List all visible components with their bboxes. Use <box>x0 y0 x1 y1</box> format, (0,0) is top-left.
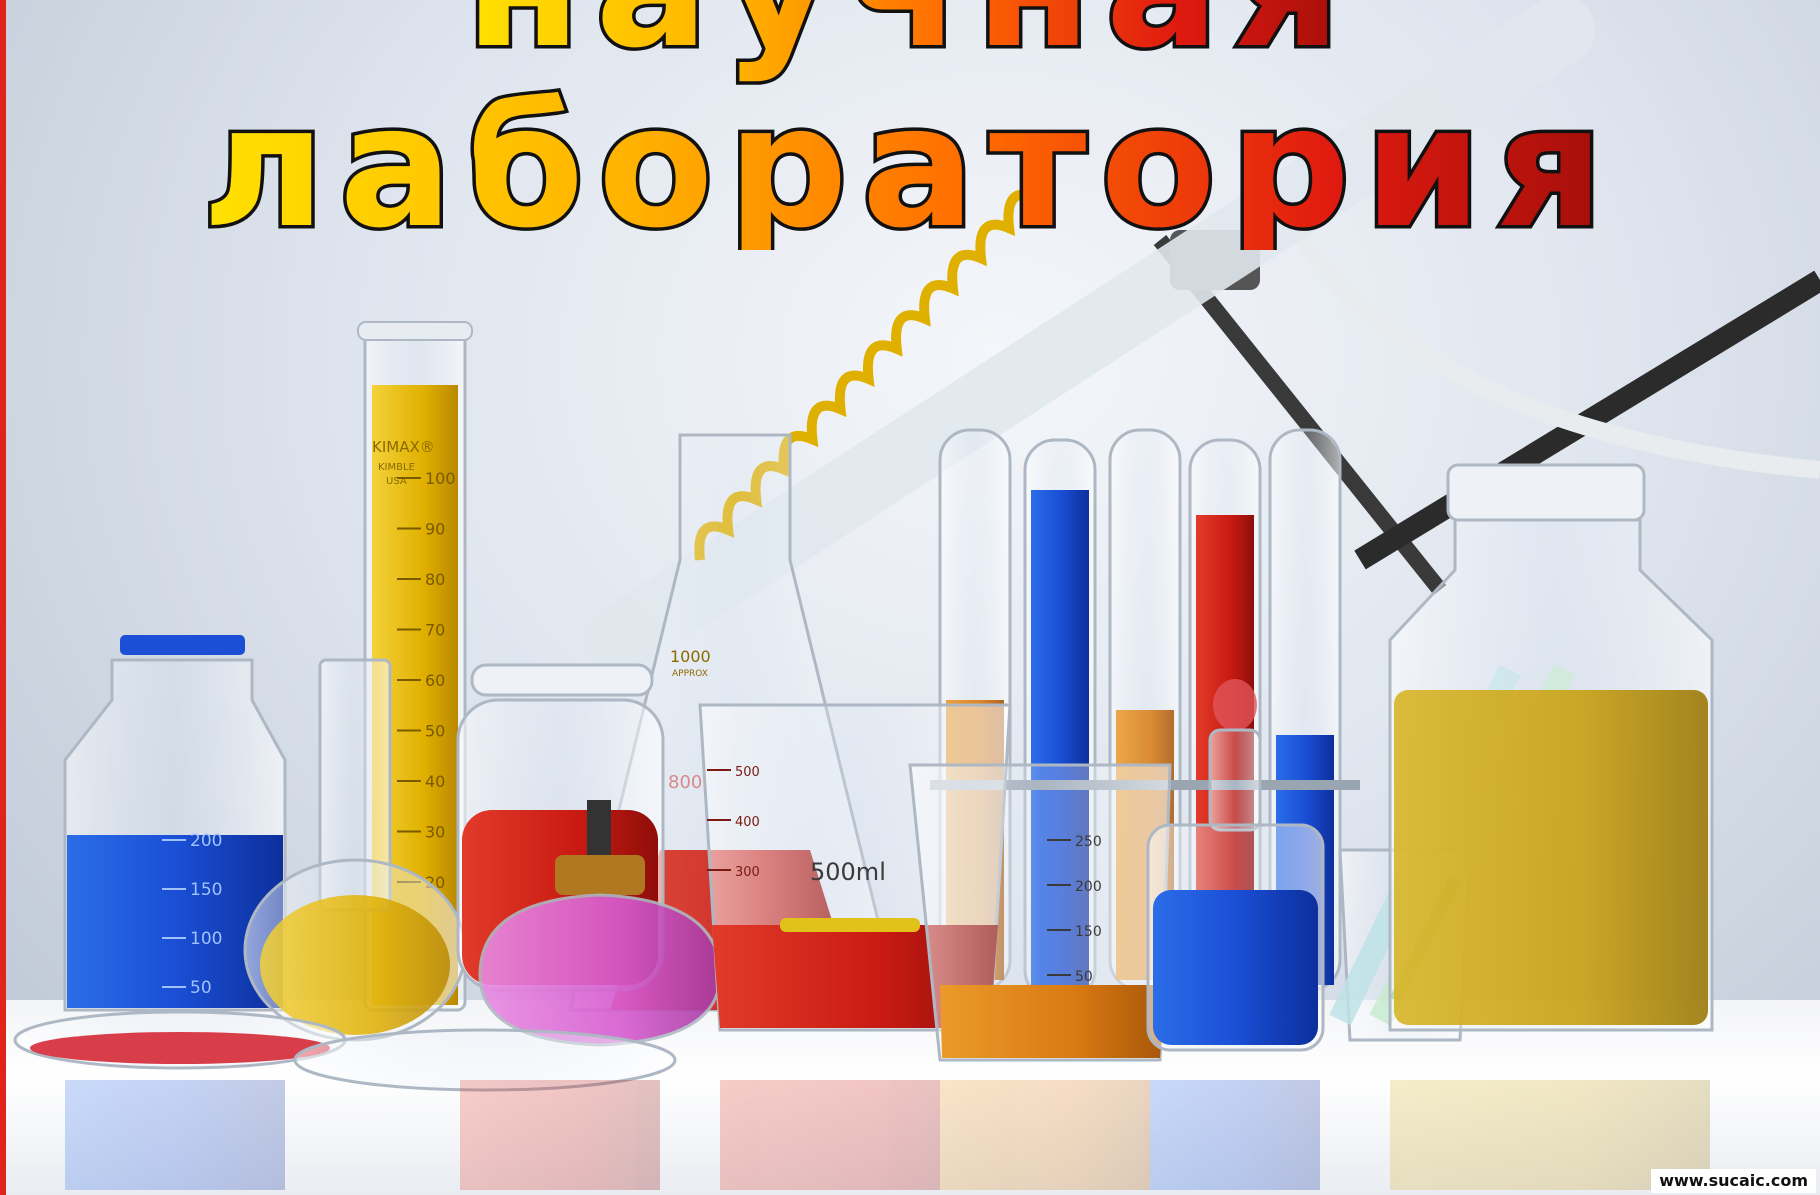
bench-reflections <box>65 1080 1710 1190</box>
bottle-scale-label: 100 <box>190 929 222 949</box>
slide-title: научная лаборатория <box>199 0 1617 250</box>
small-beaker-scale: 250 200 150 50 <box>1047 834 1102 985</box>
beaker-small: 250 200 150 50 <box>908 763 1172 1062</box>
cylinder-scale-label: 70 <box>425 621 445 640</box>
cylinder-scale-label: 90 <box>425 520 445 539</box>
bottle-scale-label: 200 <box>190 831 222 851</box>
small-beaker-scale-label: 250 <box>1075 834 1102 850</box>
volumetric-flask <box>243 658 467 1042</box>
mark-800-label: 800 <box>668 772 702 793</box>
cylinder-scale-label: 40 <box>425 772 445 791</box>
beaker-scale-label: 400 <box>735 815 760 830</box>
large-reagent-jar <box>1388 463 1714 1032</box>
left-accent-strip <box>0 0 6 1195</box>
dropper-bottle <box>1146 679 1325 1052</box>
small-beaker-scale-label: 150 <box>1075 924 1102 940</box>
cylinder-scale-label: 50 <box>425 722 445 741</box>
flask-approx-label: APPROX <box>672 669 708 679</box>
cylinder-scale-label: 60 <box>425 671 445 690</box>
beaker-volume-label: 500ml <box>810 858 886 886</box>
title-line-1: научная <box>465 0 1355 85</box>
small-beaker-scale-label: 200 <box>1075 879 1102 895</box>
cylinder-maker-label: KIMBLE <box>378 462 415 473</box>
cylinder-brand-label: KIMAX® <box>372 438 435 456</box>
watermark: www.sucaic.com <box>1651 1169 1816 1193</box>
petri-dishes <box>13 1010 677 1092</box>
beaker-scale: 500 400 300 <box>707 765 760 880</box>
blue-reagent-bottle: 200 150 100 50 <box>63 635 287 1012</box>
beaker-scale-label: 500 <box>735 765 760 780</box>
bottle-scale-label: 50 <box>190 978 212 998</box>
beaker-scale-label: 300 <box>735 865 760 880</box>
cylinder-scale-label: 30 <box>425 823 445 842</box>
cylinder-scale-label: 100 <box>425 469 456 488</box>
title-line-2: лаборатория <box>202 69 1617 250</box>
bottle-scale: 200 150 100 50 <box>162 831 222 998</box>
flask-volume-label: 1000 <box>670 647 711 666</box>
small-beaker-scale-label: 50 <box>1075 969 1093 985</box>
cylinder-origin-label: USA <box>386 476 407 487</box>
cylinder-scale-label: 80 <box>425 570 445 589</box>
bottle-scale-label: 150 <box>190 880 222 900</box>
